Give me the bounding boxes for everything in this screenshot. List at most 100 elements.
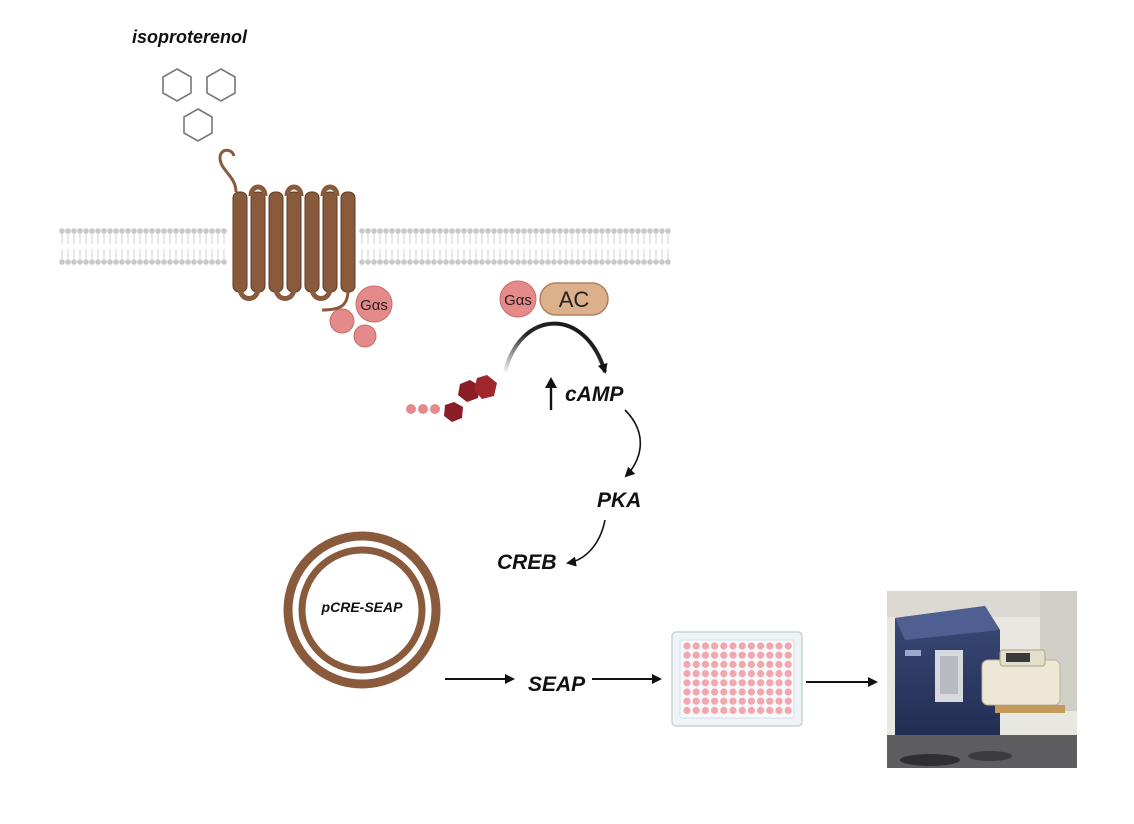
pka-to-creb-arrow: [566, 519, 606, 567]
lipid-head: [491, 259, 497, 265]
cell-membrane: [59, 228, 671, 265]
lipid-head: [191, 259, 197, 265]
camp-to-pka-arrow: [624, 409, 641, 478]
lipid-head: [179, 228, 185, 234]
plate-well: [784, 706, 792, 715]
lipid-head: [185, 259, 191, 265]
lipid-head: [203, 228, 209, 234]
lipid-head: [425, 259, 431, 265]
plate-well: [692, 642, 700, 650]
lipid-head: [149, 259, 155, 265]
ligand-label: isoproterenol: [132, 27, 248, 47]
lipid-head: [407, 228, 413, 234]
lipid-head: [659, 228, 665, 234]
lipid-head: [605, 259, 611, 265]
plate-well: [701, 651, 710, 659]
lipid-head: [539, 228, 545, 234]
lipid-head: [83, 228, 89, 234]
creb-label: CREB: [497, 551, 557, 574]
plate-well: [766, 706, 774, 715]
lipid-head: [95, 259, 101, 265]
lipid-head: [449, 259, 455, 265]
plate-well: [738, 697, 746, 705]
lipid-head: [197, 228, 203, 234]
ac-label: AC: [559, 287, 590, 312]
plasmid-label: pCRE-SEAP: [321, 599, 404, 615]
lipid-head: [653, 228, 659, 234]
plate-well: [729, 688, 737, 696]
lipid-head: [617, 259, 623, 265]
plate-well: [720, 651, 728, 659]
lipid-head: [629, 228, 635, 234]
plate-well: [775, 660, 783, 669]
lipid-head: [197, 259, 203, 265]
plate-well: [683, 642, 691, 650]
lipid-head: [365, 228, 371, 234]
plate-well: [683, 706, 691, 715]
plate-well: [692, 706, 700, 715]
lipid-head: [497, 259, 503, 265]
lipid-head: [443, 228, 449, 234]
lipid-head: [581, 228, 587, 234]
lipid-head: [413, 259, 419, 265]
lipid-head: [509, 228, 515, 234]
plate-well: [747, 706, 756, 715]
lipid-head: [359, 228, 365, 234]
lipid-head: [179, 259, 185, 265]
lipid-head: [383, 228, 389, 234]
lipid-head: [167, 259, 173, 265]
plate-well: [729, 706, 737, 715]
lipid-head: [455, 259, 461, 265]
lipid-head: [137, 259, 143, 265]
lipid-head: [653, 259, 659, 265]
lipid-head: [467, 259, 473, 265]
plate-well: [775, 670, 783, 678]
lipid-head: [167, 228, 173, 234]
plate-well: [711, 642, 719, 650]
lipid-head: [389, 228, 395, 234]
lipid-head: [191, 228, 197, 234]
lipid-head: [647, 228, 653, 234]
plate-well: [711, 688, 719, 696]
lipid-head: [383, 259, 389, 265]
lipid-head: [65, 259, 71, 265]
kinase-icon: [406, 375, 497, 422]
lipid-head: [71, 259, 77, 265]
plate-well: [711, 706, 719, 715]
lipid-head: [203, 259, 209, 265]
plate-well: [747, 679, 756, 687]
lipid-head: [377, 228, 383, 234]
lipid-head: [131, 259, 137, 265]
plate-well: [757, 697, 765, 705]
lipid-head: [557, 259, 563, 265]
plate-well: [757, 660, 765, 669]
lipid-head: [461, 228, 467, 234]
lipid-head: [539, 259, 545, 265]
g-protein-ac-label: Gαs: [504, 292, 532, 309]
plate-well: [711, 660, 719, 669]
plate-well: [729, 670, 737, 678]
plate-well: [692, 679, 700, 687]
lipid-head: [155, 259, 161, 265]
lipid-head: [119, 259, 125, 265]
lipid-head: [419, 259, 425, 265]
lipid-head: [215, 228, 221, 234]
plate-well: [692, 660, 700, 669]
lipid-head: [125, 228, 131, 234]
plate-well: [720, 697, 728, 705]
plate-well: [729, 642, 737, 650]
lipid-head: [377, 259, 383, 265]
lipid-head: [413, 228, 419, 234]
gpcr-receptor-icon: [218, 148, 356, 312]
lipid-head: [365, 259, 371, 265]
plate-well: [738, 670, 746, 678]
lipid-head: [149, 228, 155, 234]
lipid-head: [527, 259, 533, 265]
plate-well: [683, 670, 691, 678]
plate-well: [720, 688, 728, 696]
lipid-head: [611, 259, 617, 265]
plate-well: [747, 697, 756, 705]
lipid-head: [503, 259, 509, 265]
plate-well: [775, 688, 783, 696]
